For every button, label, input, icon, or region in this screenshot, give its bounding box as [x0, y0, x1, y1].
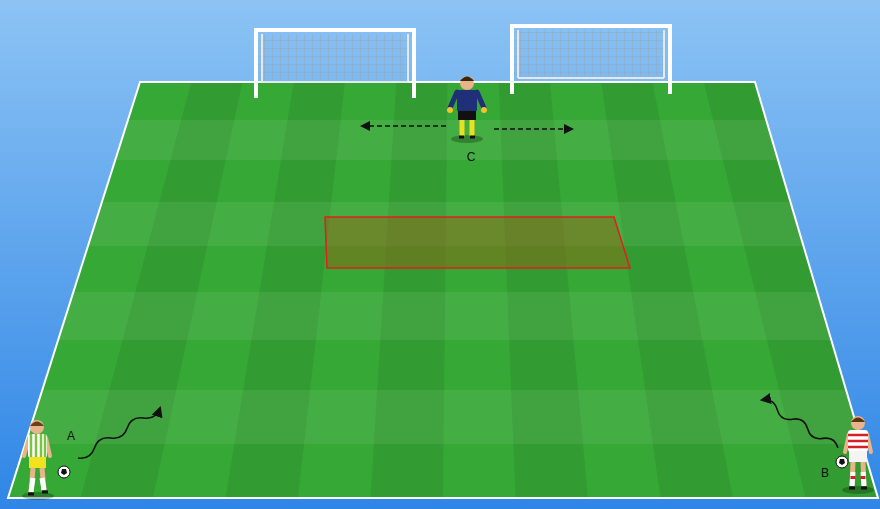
goalkeeper [459, 136, 475, 139]
pitch [25, 120, 862, 444]
goalkeeper [481, 107, 487, 113]
player-label: C [467, 151, 476, 163]
runs [78, 408, 160, 458]
goalkeeper-moves [494, 128, 572, 130]
goalkeeper [458, 111, 476, 120]
player-a [29, 457, 46, 468]
player-a [30, 422, 44, 427]
goal-left [256, 30, 414, 98]
goalkeeper [457, 90, 477, 112]
player-a [30, 420, 44, 434]
goal-right [518, 30, 664, 78]
player-b [853, 476, 863, 479]
ball [58, 466, 70, 478]
goal-left [256, 30, 414, 98]
player-label: B [821, 467, 829, 479]
goal-right [514, 30, 666, 76]
goal-left [258, 34, 410, 80]
goalkeeper [460, 77, 474, 82]
ball [836, 456, 848, 468]
player-b [842, 486, 874, 494]
goalkeeper [447, 107, 453, 113]
goalkeeper [447, 76, 487, 143]
goalkeeper [460, 76, 474, 90]
goalkeeper-moves [362, 125, 446, 127]
player-b [851, 416, 865, 430]
player-a [31, 434, 45, 458]
ball [58, 466, 70, 478]
ball [839, 459, 845, 465]
player-b [849, 487, 867, 490]
pitch [8, 82, 878, 498]
pitch [115, 120, 778, 160]
player-b [851, 418, 865, 423]
goal-right [512, 26, 670, 94]
player-a [31, 468, 44, 492]
player-a [28, 434, 47, 458]
player-b [849, 451, 867, 462]
pitch [58, 292, 831, 340]
player-b [848, 435, 868, 447]
goalkeeper [451, 135, 483, 143]
player-b [852, 472, 864, 486]
player-a [22, 420, 54, 500]
ball [61, 469, 67, 475]
pitch [8, 82, 878, 498]
ball [836, 456, 848, 468]
player-b [852, 462, 864, 486]
player-label: A [67, 430, 75, 442]
goal-right [512, 26, 670, 94]
player-a [28, 492, 48, 494]
pitch [8, 82, 878, 498]
runs [78, 400, 838, 459]
player-a [31, 478, 44, 492]
player-b [848, 430, 868, 452]
goal-left [262, 34, 408, 82]
player-b [842, 416, 874, 494]
goalkeeper [462, 120, 472, 136]
player-a [22, 492, 54, 500]
target-zone [325, 217, 630, 268]
runs [762, 400, 838, 448]
goalkeeper-moves [362, 126, 572, 129]
